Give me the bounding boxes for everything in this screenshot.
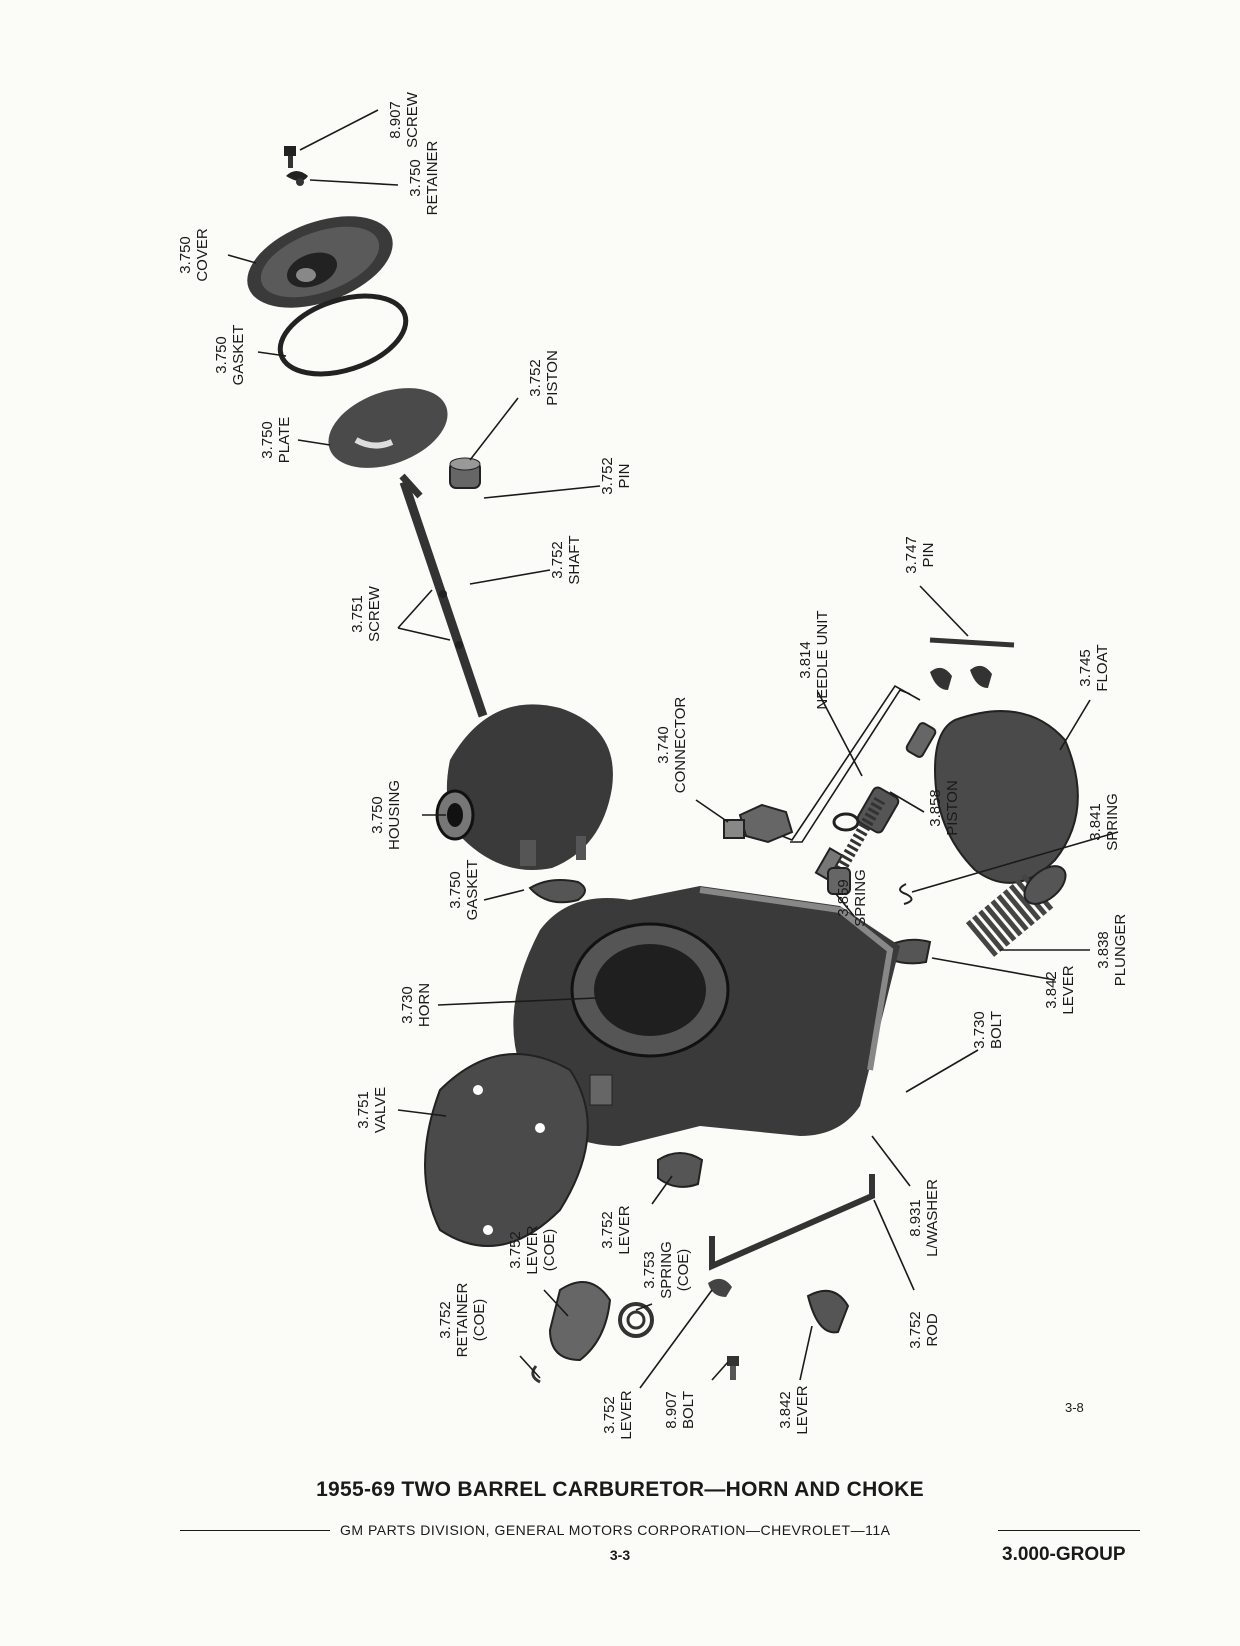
callout-label: 3.753SPRING(COE) xyxy=(641,1241,692,1299)
page-number: 3-3 xyxy=(609,1547,631,1563)
callout-label: 3.752RETAINER(COE) xyxy=(437,1282,488,1357)
float-pin-part xyxy=(929,637,1015,648)
small-spring-part xyxy=(899,883,913,905)
callout-label: 3.750COVER xyxy=(177,228,211,282)
callout-label: 3.859SPRING xyxy=(835,869,869,927)
plate-part xyxy=(328,388,448,468)
callout-label: 3.752LEVER xyxy=(599,1205,633,1254)
callout-label: 3.745FLOAT xyxy=(1077,644,1111,691)
callout-label: 3.751SCREW xyxy=(349,585,383,642)
callout-label: 3.750RETAINER xyxy=(407,140,441,215)
choke-rod-part xyxy=(709,1174,875,1271)
screw-part xyxy=(284,146,296,168)
callout-label: 3.750PLATE xyxy=(259,417,293,463)
footer-organization: GM PARTS DIVISION, GENERAL MOTORS CORPOR… xyxy=(340,1522,891,1538)
callout-label: 3.730HORN xyxy=(399,983,433,1027)
footer-rule xyxy=(180,1520,1140,1540)
callout-label: 3.752LEVER xyxy=(601,1390,635,1439)
callout-label: 3.752PIN xyxy=(599,457,633,495)
coe-retainer-part xyxy=(531,1365,541,1384)
callout-label: 3.858PISTON xyxy=(927,780,961,836)
callout-label: 3.841SPRING xyxy=(1087,793,1121,851)
coe-lever-part xyxy=(548,1281,612,1362)
plunger-part xyxy=(965,865,1067,957)
leader-lines xyxy=(227,109,1119,1389)
callout-label: 8.907SCREW xyxy=(387,91,421,148)
group-number: 3.000-GROUP xyxy=(1002,1544,1126,1565)
parts-illustration xyxy=(247,146,1079,1384)
callout-label: 3.842LEVER xyxy=(777,1385,811,1434)
callout-label: 3.752PISTON xyxy=(527,350,561,406)
retainer-part xyxy=(286,171,308,186)
small-lever-part xyxy=(708,1278,732,1297)
figure-number: 3-8 xyxy=(1065,1400,1084,1415)
float-hinge-part xyxy=(930,665,992,690)
choke-shaft-part xyxy=(399,473,488,718)
choke-piston-part xyxy=(449,457,481,489)
callout-label: 8.931L/WASHER xyxy=(907,1179,941,1257)
needle-unit-bracket xyxy=(790,689,911,843)
callout-label: 3.752ROD xyxy=(907,1311,941,1349)
callout-labels: 8.907SCREW 3.750RETAINER 3.750COVER 3.75… xyxy=(177,91,1129,1439)
callout-label: 3.752LEVER(COE) xyxy=(507,1225,558,1274)
callout-label: 3.750GASKET xyxy=(213,325,247,386)
housing-gasket-part xyxy=(528,879,586,904)
callout-label: 8.907BOLT xyxy=(663,1391,697,1429)
callout-label: 3.838PLUNGER xyxy=(1095,914,1129,987)
valve-part xyxy=(424,1053,589,1247)
choke-housing-part xyxy=(435,704,613,870)
callout-label: 3.842LEVER xyxy=(1043,965,1077,1014)
pump-spring-part xyxy=(827,797,886,895)
callout-label: 3.740CONNECTOR xyxy=(655,697,689,794)
callout-label: 3.750GASKET xyxy=(447,860,481,921)
coe-spring-part xyxy=(618,1302,654,1338)
lower-lever-part xyxy=(806,1289,850,1334)
choke-lever-part xyxy=(657,1152,704,1188)
callout-label: 3.730BOLT xyxy=(971,1011,1005,1049)
callout-label: 3.752SHAFT xyxy=(549,535,583,584)
bolt-part xyxy=(727,1356,739,1380)
callout-label: 3.751VALVE xyxy=(355,1087,389,1133)
callout-label: 3.747PIN xyxy=(903,536,937,574)
connector-part xyxy=(723,803,794,844)
callout-label: 3.750HOUSING xyxy=(369,780,403,850)
carburetor-horn-part xyxy=(513,886,900,1146)
cover-part xyxy=(247,216,393,308)
callout-label: 3.814NEEDLE UNIT xyxy=(797,610,831,709)
page-title: 1955-69 TWO BARREL CARBURETOR—HORN AND C… xyxy=(316,1478,924,1501)
